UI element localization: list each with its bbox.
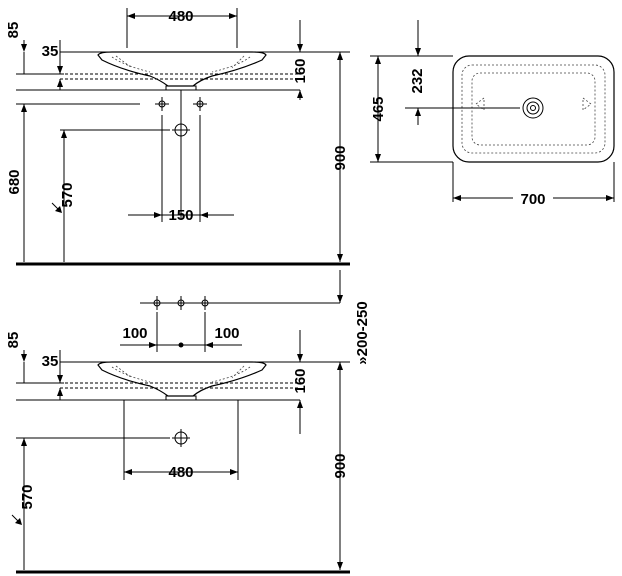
dim-160-label: 160 [292, 58, 309, 83]
bottom-elevation: 100 100 85 35 160 »200-2 [5, 270, 371, 574]
dim-200-250-label: »200-250 [354, 301, 371, 364]
dim-160-bottom-label: 160 [292, 368, 309, 393]
dim-100-left-label: 100 [122, 325, 147, 342]
dim-232-label: 232 [409, 68, 426, 93]
dim-900-bottom-label: 900 [332, 453, 349, 478]
plan-view: 465 232 700 [370, 20, 615, 208]
basin-side-profile [97, 51, 267, 87]
plan-drain-outer [522, 97, 544, 119]
dim-465-label: 465 [370, 96, 387, 121]
tap-hole-left [155, 97, 169, 111]
dim-85-label: 85 [5, 22, 22, 39]
dim-570-bottom-label: 570 [19, 484, 36, 509]
top-elevation: 480 85 35 160 [5, 8, 350, 266]
tap-hole-right [193, 97, 207, 111]
dim-85-bottom-label: 85 [5, 332, 22, 349]
dim-900-label: 900 [332, 145, 349, 170]
dim-480-label: 480 [168, 8, 193, 25]
wall-tap-left [150, 296, 164, 310]
basin-outline-plan [452, 55, 615, 163]
dim-35-bottom-label: 35 [42, 353, 59, 370]
dim-35-label: 35 [42, 43, 59, 60]
wall-tap-center [174, 296, 188, 310]
dim-480-bottom-label: 480 [168, 464, 193, 481]
wall-tap-right [198, 296, 212, 310]
dim-700-label: 700 [520, 191, 545, 208]
dim-570-label: 570 [59, 182, 76, 207]
dim-100-right-label: 100 [214, 325, 239, 342]
dim-150-label: 150 [168, 207, 193, 224]
dim-680-label: 680 [6, 169, 23, 194]
basin-side-profile-bottom [97, 361, 267, 397]
